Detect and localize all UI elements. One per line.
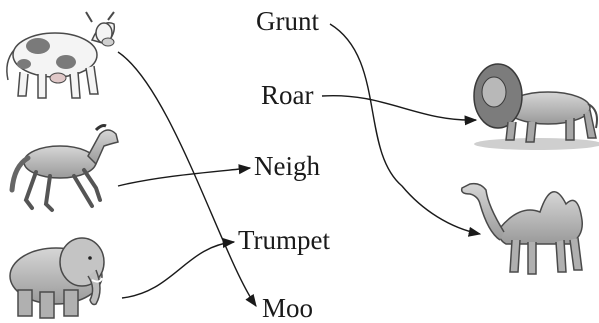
connector-roar-lion xyxy=(321,94,478,126)
elephant-illustration xyxy=(9,237,105,319)
word-grunt: Grunt xyxy=(256,6,319,36)
word-trumpet: Trumpet xyxy=(238,225,331,255)
word-roar: Roar xyxy=(261,80,314,110)
word-moo: Moo xyxy=(262,293,314,323)
camel-illustration xyxy=(460,182,583,275)
connector-cow-moo xyxy=(117,51,257,308)
cow-illustration xyxy=(6,11,116,99)
lion-illustration xyxy=(473,63,599,150)
horse-illustration xyxy=(9,124,119,212)
connector-elephant-trumpet xyxy=(121,237,236,299)
word-neigh: Neigh xyxy=(254,151,320,181)
connector-grunt-camel xyxy=(329,23,482,237)
connector-horse-neigh xyxy=(117,164,252,187)
